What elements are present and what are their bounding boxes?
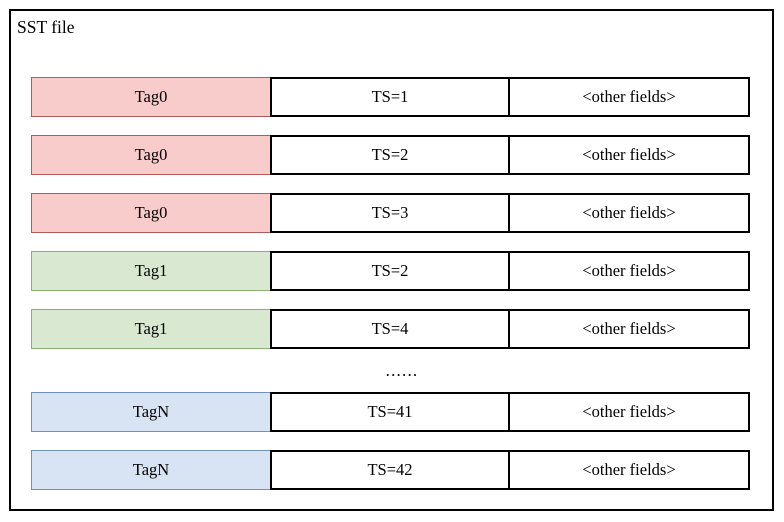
sst-file-title: SST file — [17, 17, 75, 37]
record-other-fields-cell: <other fields> — [510, 135, 750, 175]
record-timestamp-cell: TS=42 — [270, 450, 510, 490]
record-other-fields-cell: <other fields> — [510, 251, 750, 291]
record-timestamp-cell: TS=1 — [270, 77, 510, 117]
record-other-fields-cell: <other fields> — [510, 392, 750, 432]
ellipsis-label: ...... — [385, 361, 419, 380]
record-timestamp-cell: TS=3 — [270, 193, 510, 233]
record-other-fields-cell: <other fields> — [510, 193, 750, 233]
ellipsis-row: ...... — [31, 359, 751, 383]
record-tag-cell: Tag1 — [31, 309, 271, 349]
record-tag-cell: Tag1 — [31, 251, 271, 291]
record-other-fields-cell: <other fields> — [510, 309, 750, 349]
record-tag-cell: Tag0 — [31, 77, 271, 117]
record-other-fields-cell: <other fields> — [510, 450, 750, 490]
record-tag-cell: TagN — [31, 392, 271, 432]
record-timestamp-cell: TS=4 — [270, 309, 510, 349]
record-tag-cell: Tag0 — [31, 193, 271, 233]
record-timestamp-cell: TS=2 — [270, 135, 510, 175]
record-other-fields-cell: <other fields> — [510, 77, 750, 117]
record-tag-cell: Tag0 — [31, 135, 271, 175]
record-tag-cell: TagN — [31, 450, 271, 490]
record-timestamp-cell: TS=41 — [270, 392, 510, 432]
record-timestamp-cell: TS=2 — [270, 251, 510, 291]
